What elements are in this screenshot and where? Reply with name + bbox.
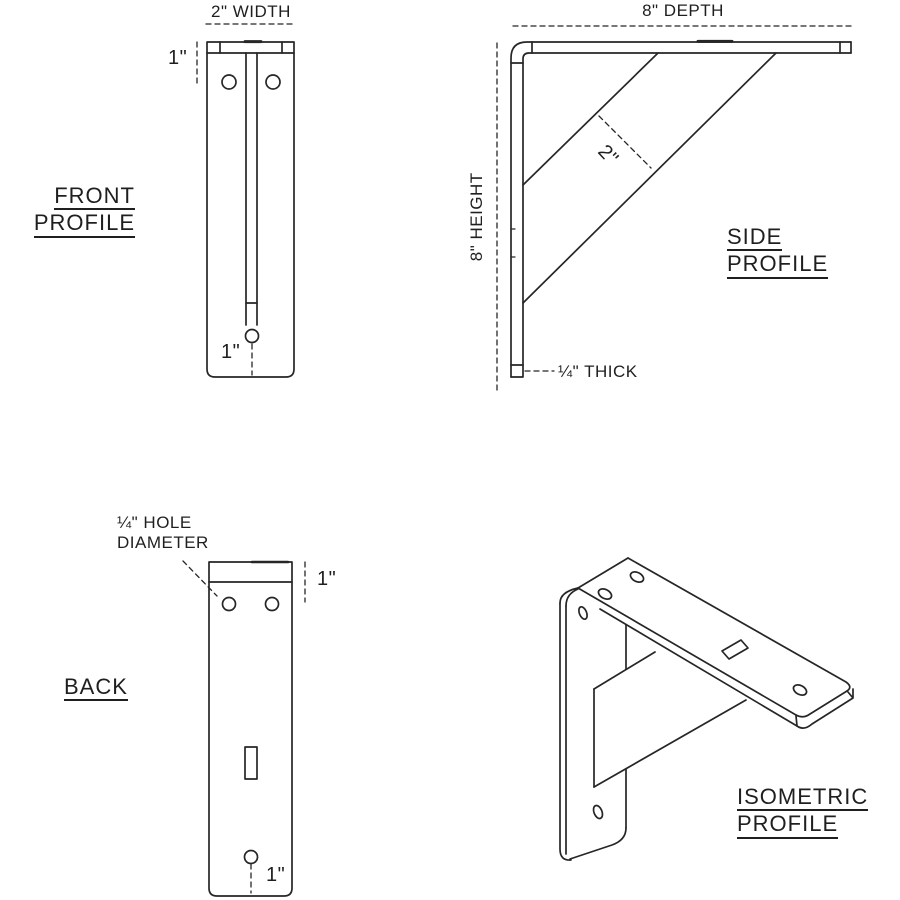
- back-hole-note: ¼" HOLE DIAMETER: [117, 513, 209, 552]
- iso-gusset-fill: [594, 652, 746, 787]
- iso-top-plate-bottom-front-edge: [599, 608, 798, 727]
- iso-gusset-upper-edge: [593, 651, 656, 690]
- side-view-title: SIDE PROFILE: [727, 224, 829, 279]
- back-title: BACK: [64, 674, 128, 702]
- iso-wall-hole-bottom: [592, 804, 604, 820]
- iso-top-plate-fill: [578, 558, 853, 729]
- side-wall-endcap: [510, 364, 524, 378]
- iso-gusset-lower-edge: [593, 699, 747, 788]
- side-inner-outline: [522, 52, 852, 366]
- side-height-dim-label: 8" HEIGHT: [467, 172, 487, 262]
- side-thickness-label: ¼" THICK: [558, 362, 638, 381]
- front-title-line1: FRONT: [54, 183, 135, 211]
- side-title-line2: PROFILE: [727, 251, 829, 279]
- iso-top-hole-right: [792, 684, 808, 696]
- side-outer-outline: [510, 41, 852, 378]
- back-view-drawing: [182, 560, 306, 897]
- back-hole-left: [221, 596, 237, 612]
- back-hole-note-line1: ¼" HOLE: [117, 513, 192, 532]
- back-hole-bottom: [243, 849, 259, 865]
- isometric-drawing: [559, 557, 854, 861]
- front-hole-left: [221, 74, 237, 90]
- front-outline: [206, 41, 295, 378]
- back-top-dim-label: 1": [317, 568, 337, 590]
- front-width-dim-label: 2" WIDTH: [211, 2, 291, 21]
- iso-top-hole-back-left: [629, 571, 645, 583]
- iso-top-plate-end-edge: [795, 690, 848, 718]
- iso-top-plate-thickness: [795, 688, 854, 729]
- front-top-dim-label: 1": [168, 47, 188, 69]
- iso-top-plate-left-end-edge: [577, 557, 629, 589]
- iso-wall-bend-arc: [559, 587, 579, 607]
- side-gusset-dim-line: [598, 115, 652, 169]
- iso-wall-plate-bottom-edge: [569, 827, 627, 860]
- side-profile-drawing: [496, 25, 854, 391]
- back-hole-note-line2: DIAMETER: [117, 532, 209, 552]
- iso-title-line1: ISOMETRIC: [737, 784, 869, 812]
- iso-wall-hole-top: [578, 605, 588, 621]
- back-hole-leader: [182, 560, 218, 597]
- back-view-title: BACK: [64, 674, 128, 702]
- back-slot: [244, 746, 258, 780]
- side-title-line1: SIDE: [727, 224, 783, 252]
- front-title-line2: PROFILE: [33, 210, 135, 238]
- iso-top-plate-front-edge: [577, 587, 797, 716]
- front-hole-right: [265, 74, 281, 90]
- iso-top-plate-back-edge: [627, 557, 851, 692]
- front-profile-drawing: [196, 23, 297, 378]
- iso-top-hole-front-left: [597, 588, 613, 600]
- side-depth-dim-label: 8" DEPTH: [642, 1, 724, 20]
- side-gusset-upper-edge: [522, 52, 659, 186]
- front-view-title: FRONT PROFILE: [30, 183, 135, 238]
- back-hole-right: [264, 596, 280, 612]
- side-hidden-slot-ticks: [510, 228, 516, 258]
- iso-view-title: ISOMETRIC PROFILE: [737, 784, 869, 839]
- side-gusset-lower-edge: [522, 52, 777, 304]
- iso-title-line2: PROFILE: [737, 811, 839, 839]
- front-hole-bottom: [244, 328, 260, 344]
- iso-wall-plate-fill: [560, 588, 626, 861]
- iso-wall-plate-outer-edge: [559, 602, 572, 861]
- iso-top-slot: [721, 639, 749, 660]
- back-bottom-dim-label: 1": [266, 864, 286, 886]
- front-bottom-dim-label: 1": [221, 341, 241, 363]
- side-arm-endcap: [839, 41, 852, 54]
- back-outline: [208, 561, 293, 897]
